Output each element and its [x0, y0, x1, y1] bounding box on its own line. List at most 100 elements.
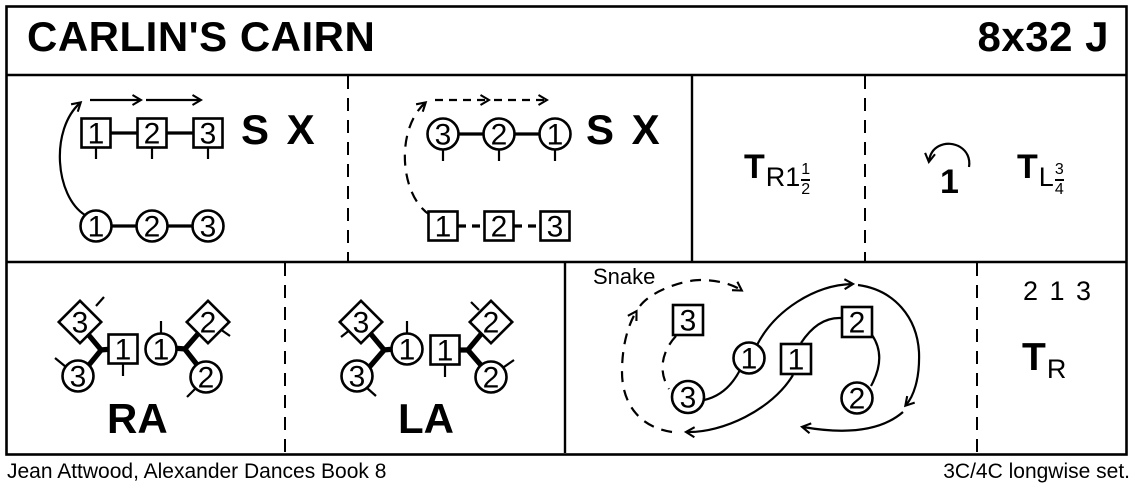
cast-up-curve-arrow — [58, 103, 86, 216]
dancer-diamond-3: 3 — [56, 298, 104, 346]
dancer-circle-1: 1 — [390, 332, 424, 367]
snake-top-solid-arrow — [756, 284, 852, 346]
svg-text:2: 2 — [144, 211, 161, 244]
svg-text:2: 2 — [483, 307, 500, 340]
turn-symbol: T — [1022, 336, 1046, 379]
svg-text:1: 1 — [741, 343, 758, 376]
dancer-diamond-2: 2 — [184, 298, 232, 346]
svg-text:1: 1 — [547, 119, 564, 152]
fraction-numerator: 3 — [1054, 161, 1064, 178]
repeat-type: 8x32 J — [977, 13, 1109, 60]
snake-left-dashed-loop — [620, 312, 673, 434]
svg-text:1: 1 — [788, 344, 805, 377]
svg-text:2: 2 — [849, 383, 866, 416]
turn-subscript: R1 — [765, 162, 801, 192]
dancer-circle-1: 1 — [79, 209, 113, 244]
svg-text:3: 3 — [680, 305, 697, 338]
dancer-circle-3: 3 — [426, 117, 460, 152]
turn-right-1-and-half: T R1 1 2 — [744, 148, 811, 198]
set-and-cross-label-1: S X — [241, 106, 318, 153]
svg-text:3: 3 — [435, 119, 452, 152]
turn-subscript: R — [1046, 354, 1067, 384]
turn-right-final: T R — [1022, 338, 1066, 383]
set-type: 3C/4C longwise set. — [943, 460, 1130, 483]
dancer-square-3: 3 — [671, 303, 705, 338]
svg-text:1: 1 — [88, 118, 105, 151]
dancer-circle-1: 1 — [732, 341, 766, 376]
fraction-numerator: 1 — [801, 161, 811, 178]
turn-subscript: L — [1038, 162, 1054, 192]
panel-rights-across: 3 1 3 1 2 2 — [54, 296, 232, 398]
snake-label: Snake — [593, 264, 656, 289]
dancer-circle-2: 2 — [474, 360, 508, 395]
dancer-square-1: 1 — [107, 333, 139, 367]
turn-left-three-quarters: T L 3 4 — [1017, 150, 1064, 198]
panel-bars-1-8: 1 2 3 1 2 3 — [58, 100, 225, 244]
finishing-order: 2 1 3 — [1022, 276, 1094, 306]
snake-right-solid-loop — [857, 283, 921, 405]
svg-text:3: 3 — [70, 361, 87, 394]
dancer-circle-1: 1 — [144, 332, 178, 367]
dancer-square-2: 2 — [483, 210, 515, 244]
deviser-credit: Jean Attwood, Alexander Dances Book 8 — [7, 460, 387, 483]
svg-text:3: 3 — [200, 118, 217, 151]
svg-text:3: 3 — [547, 211, 564, 244]
page-frame — [5, 5, 1128, 456]
fraction-denominator: 2 — [801, 178, 811, 198]
rights-across-label: RA — [107, 395, 168, 442]
dancer-square-1: 1 — [779, 342, 813, 377]
turn-fraction: 3 4 — [1054, 161, 1064, 198]
svg-text:1: 1 — [437, 335, 454, 368]
svg-text:2: 2 — [491, 119, 508, 152]
snake-inner-dashed-track — [661, 335, 677, 390]
svg-text:3: 3 — [353, 307, 370, 340]
fraction-denominator: 4 — [1054, 178, 1064, 198]
dancer-circle-3: 3 — [340, 359, 374, 394]
set-and-cross-label-2: S X — [586, 106, 663, 153]
turn-symbol: T — [744, 148, 765, 186]
dancer-square-2: 2 — [840, 305, 874, 340]
dancer-diamond-2: 2 — [467, 298, 515, 346]
dancer-diamond-3: 3 — [337, 298, 385, 346]
svg-text:2: 2 — [491, 211, 508, 244]
cast-up-curve-arrow-dashed — [403, 103, 431, 216]
dancer-circle-2: 2 — [189, 360, 223, 395]
snake-inner-solid-track — [800, 316, 842, 344]
snake-bottom-right-solid-arrow — [803, 411, 904, 431]
dancer-square-1: 1 — [429, 334, 461, 368]
turn-fraction: 1 2 — [801, 161, 811, 198]
panel-lefts-across: 3 1 3 1 2 2 — [337, 298, 515, 397]
turn-symbol: T — [1017, 148, 1038, 186]
svg-text:1: 1 — [435, 211, 452, 244]
svg-text:2: 2 — [198, 362, 215, 395]
svg-text:3: 3 — [680, 382, 697, 415]
dancer-circle-1: 1 — [538, 117, 572, 152]
svg-text:1: 1 — [399, 334, 416, 367]
lefts-across-label: LA — [398, 395, 454, 442]
dance-title: CARLIN'S CAIRN — [27, 13, 376, 60]
snake-top-dashed-arrow — [639, 278, 741, 307]
svg-text:1: 1 — [88, 211, 105, 244]
svg-text:3: 3 — [72, 307, 89, 340]
svg-text:1: 1 — [115, 334, 132, 367]
dancer-square-1: 1 — [427, 210, 459, 244]
first-couple-number: 1 — [940, 163, 959, 201]
svg-text:3: 3 — [349, 361, 366, 394]
dancer-circle-2: 2 — [482, 117, 516, 152]
svg-text:2: 2 — [849, 307, 866, 340]
snake-inner-solid-track — [870, 334, 881, 387]
svg-text:1: 1 — [153, 334, 170, 367]
dancer-circle-2: 2 — [135, 209, 169, 244]
dancer-circle-3: 3 — [191, 209, 225, 244]
dancer-square-2: 2 — [136, 117, 168, 151]
dancer-circle-3: 3 — [61, 359, 95, 394]
dancer-circle-2: 2 — [840, 381, 874, 416]
svg-text:2: 2 — [483, 362, 500, 395]
turn-left-arc-arrow — [929, 142, 971, 168]
dancer-circle-3: 3 — [670, 379, 706, 415]
snake-bottom-left-solid-arrow — [687, 374, 794, 432]
svg-text:2: 2 — [144, 118, 161, 151]
snake-inner-solid-track — [703, 369, 741, 402]
